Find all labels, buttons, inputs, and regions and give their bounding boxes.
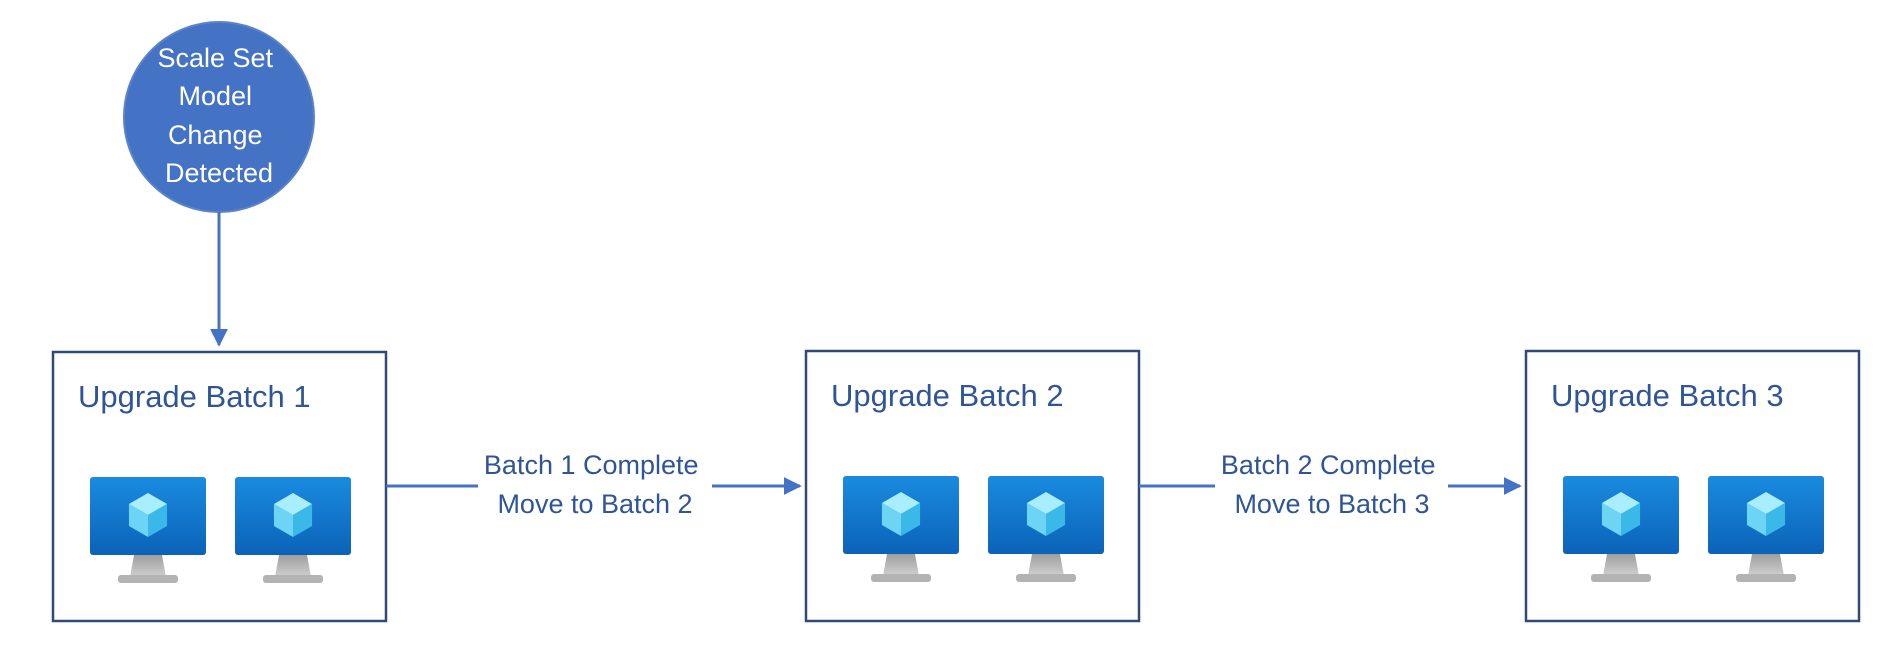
start-node-line-4: Detected (165, 158, 273, 188)
transition-2-label-line-1: Batch 2 Complete (1221, 450, 1436, 480)
transition-1-label-line-1: Batch 1 Complete (484, 450, 699, 480)
transition-2-label-line-2: Move to Batch 3 (1234, 489, 1429, 519)
batch-box-1: Upgrade Batch 1 (51, 350, 388, 623)
batch-box-2-title: Upgrade Batch 2 (831, 378, 1064, 413)
transition-2-label: Batch 2 Complete Move to Batch 3 (1221, 450, 1443, 519)
virtual-machine-icon (235, 477, 351, 583)
virtual-machine-icon (1708, 476, 1824, 582)
batch-box-3-title: Upgrade Batch 3 (1551, 378, 1784, 413)
start-node-line-2: Model (178, 81, 252, 111)
transition-1: Batch 1 Complete Move to Batch 2 (386, 450, 802, 519)
batch-box-1-vms (90, 477, 351, 583)
virtual-machine-icon (988, 476, 1104, 582)
batch-box-3-vms (1563, 476, 1824, 582)
batch-box-3: Upgrade Batch 3 (1524, 349, 1861, 623)
transition-2: Batch 2 Complete Move to Batch 3 (1139, 450, 1522, 519)
start-node-line-1: Scale Set (157, 43, 273, 73)
virtual-machine-icon (1563, 476, 1679, 582)
start-node: Scale Set Model Change Detected (123, 21, 315, 213)
batch-box-1-title: Upgrade Batch 1 (78, 379, 311, 414)
virtual-machine-icon (843, 476, 959, 582)
start-node-line-3: Change (168, 120, 263, 150)
transition-1-label: Batch 1 Complete Move to Batch 2 (484, 450, 706, 519)
batch-box-2-vms (843, 476, 1104, 582)
start-node-label: Scale Set Model Change Detected (157, 43, 280, 188)
transition-1-label-line-2: Move to Batch 2 (497, 489, 692, 519)
virtual-machine-icon (90, 477, 206, 583)
batch-box-2: Upgrade Batch 2 (804, 349, 1141, 623)
